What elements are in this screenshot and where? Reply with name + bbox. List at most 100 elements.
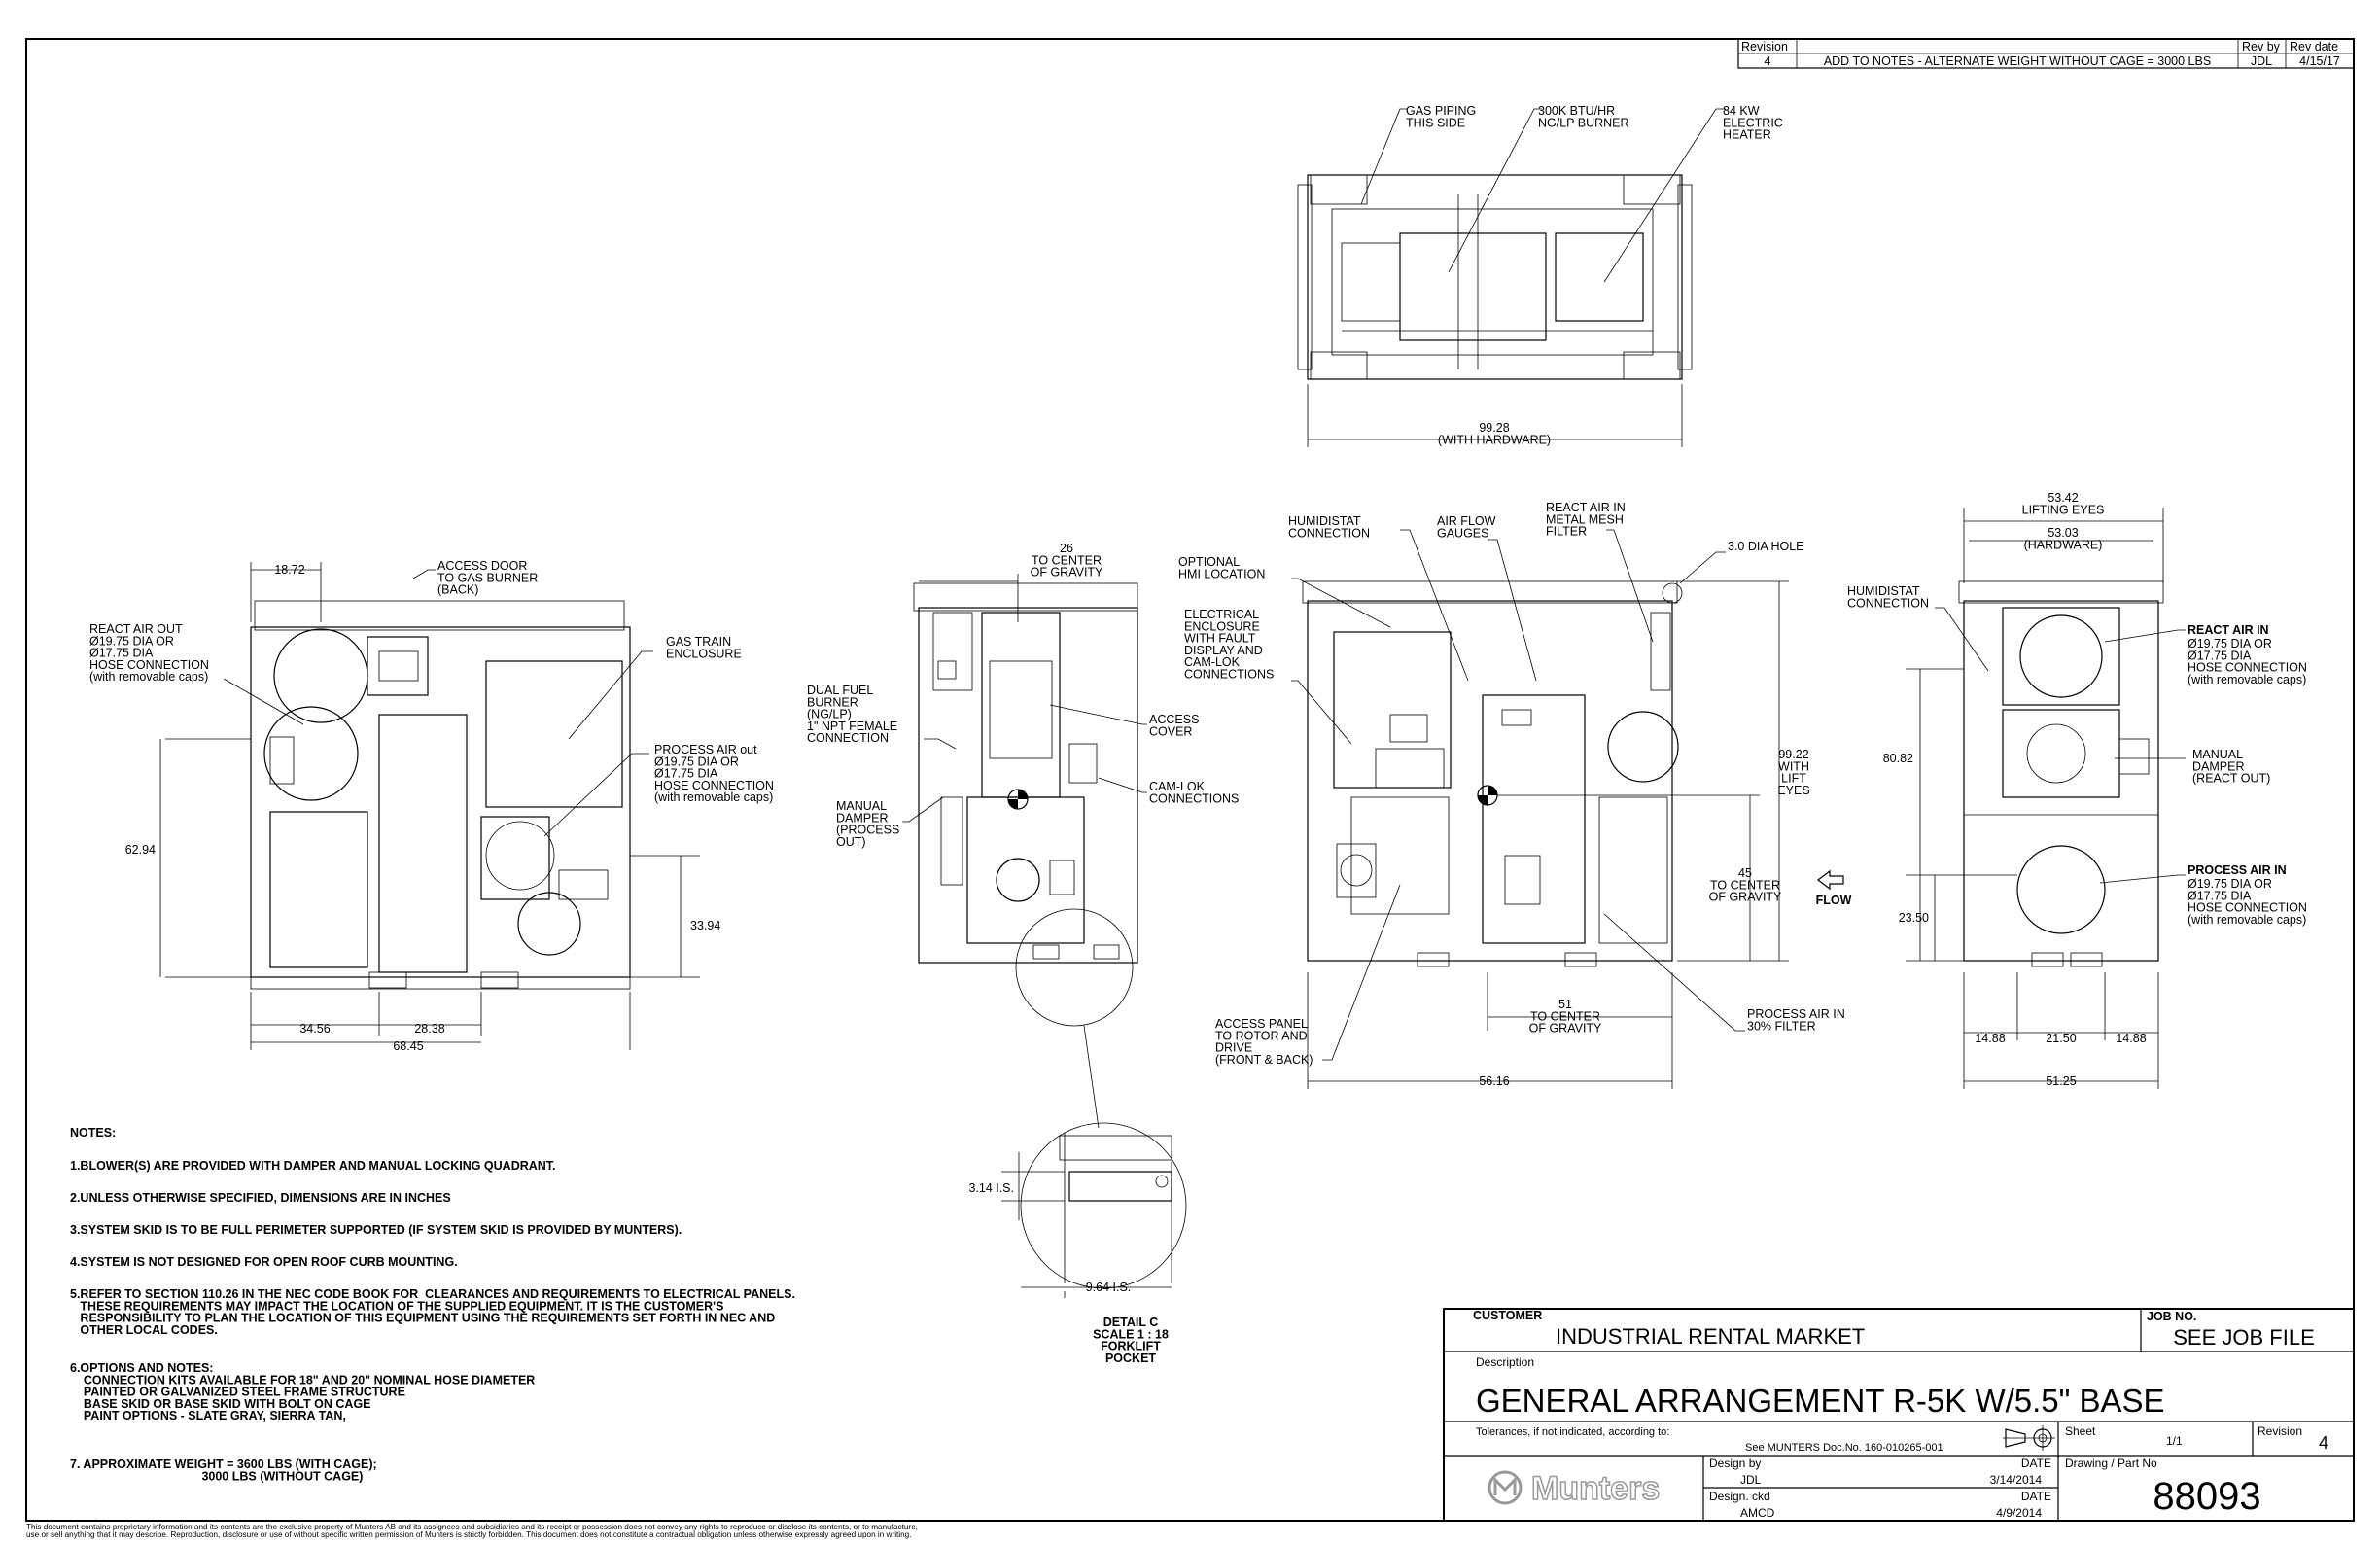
tb-design-by: JDL — [1740, 1473, 1762, 1487]
right-label-process-in-title: PROCESS AIR IN — [2188, 863, 2287, 877]
front-label-flow: FLOW — [1816, 894, 1852, 907]
tb-date-label-1: DATE — [2021, 1457, 2051, 1470]
left-dim-height: 62.94 — [125, 843, 156, 857]
munters-logo: Munters — [1488, 1469, 1661, 1508]
left-dim-b3: 68.45 — [393, 1039, 423, 1053]
left-dim-top: 18.72 — [274, 563, 304, 577]
tb-job: SEE JOB FILE — [2173, 1325, 2315, 1350]
note-6: 6.OPTIONS AND NOTES: CONNECTION KITS AVA… — [70, 1361, 535, 1422]
right-dim-b3: 14.88 — [2116, 1032, 2146, 1045]
projection-symbol-icon — [2003, 1425, 2055, 1451]
right-dim-width: 51.25 — [2046, 1074, 2076, 1088]
title-block: CUSTOMER INDUSTRIAL RENTAL MARKET JOB NO… — [1443, 1308, 2355, 1522]
flow-arrow-icon — [1817, 869, 1844, 891]
tb-tol-label: Tolerances, if not indicated, according … — [1476, 1426, 1669, 1438]
tb-part: 88093 — [2152, 1475, 2260, 1518]
note-7: 7. APPROXIMATE WEIGHT = 3600 LBS (WITH C… — [70, 1457, 377, 1483]
tb-job-label: JOB NO. — [2147, 1310, 2196, 1323]
tb-design-date: 3/14/2014 — [1990, 1473, 2043, 1487]
rev-date: 4/15/17 — [2299, 54, 2340, 68]
right-label-react-in-title: REACT AIR IN — [2188, 623, 2269, 637]
tb-part-label: Drawing / Part No — [2065, 1457, 2157, 1470]
tb-tol-doc: See MUNTERS Doc.No. 160-010265-001 — [1745, 1442, 1943, 1454]
note-2: 2.UNLESS OTHERWISE SPECIFIED, DIMENSIONS… — [70, 1191, 451, 1205]
note-4: 4.SYSTEM IS NOT DESIGNED FOR OPEN ROOF C… — [70, 1255, 458, 1269]
rev-header-date: Rev date — [2290, 40, 2338, 53]
tb-desc: GENERAL ARRANGEMENT R-5K W/5.5" BASE — [1476, 1383, 2165, 1419]
sheet-border — [25, 38, 2355, 1522]
left-dim-b2: 28.38 — [414, 1022, 444, 1036]
left-dim-b1: 34.56 — [299, 1022, 330, 1036]
tb-date-label-2: DATE — [2021, 1490, 2051, 1503]
tb-ckd-by: AMCD — [1740, 1506, 1775, 1520]
top-dim-width: 99.28(WITH HARDWARE) — [1438, 421, 1551, 446]
right-dim-height: 80.82 — [1883, 752, 1913, 765]
rev-description: ADD TO NOTES - ALTERNATE WEIGHT WITHOUT … — [1824, 54, 2211, 68]
disclaimer: This document contains proprietary infor… — [26, 1523, 918, 1539]
rev-header-revision: Revision — [1741, 40, 1788, 53]
right-dim-b2: 21.50 — [2046, 1032, 2076, 1045]
rev-header-by: Rev by — [2242, 40, 2281, 53]
notes: NOTES: 1.BLOWER(S) ARE PROVIDED WITH DAM… — [70, 1126, 795, 1483]
right-dim-hardware: 53.03(HARDWARE) — [2024, 526, 2103, 551]
rev-number: 4 — [1765, 54, 1771, 68]
notes-title: NOTES: — [70, 1126, 116, 1140]
right-dim-b1: 14.88 — [1975, 1032, 2005, 1045]
tb-sheet: 1/1 — [2166, 1434, 2183, 1448]
detail-dim-v: 3.14 I.S. — [968, 1181, 1014, 1195]
tb-sheet-label: Sheet — [2065, 1424, 2096, 1438]
front-dim-width: 56.16 — [1479, 1074, 1509, 1088]
tb-ckd-date: 4/9/2014 — [1996, 1506, 2042, 1520]
detail-dim-h: 9.64 I.S. — [1086, 1281, 1132, 1294]
tb-rev: 4 — [2319, 1433, 2328, 1453]
tb-design-label: Design by — [1709, 1457, 1761, 1470]
logo-text: Munters — [1531, 1470, 1660, 1507]
tb-rev-label: Revision — [2258, 1424, 2302, 1438]
revision-table: Revision Rev by Rev date 4 ADD TO NOTES … — [1737, 38, 2355, 69]
rev-by: JDL — [2251, 54, 2272, 68]
right-dim-h2: 23.50 — [1899, 911, 1929, 925]
note-5: 5.REFER TO SECTION 110.26 IN THE NEC COD… — [70, 1287, 795, 1337]
note-3: 3.SYSTEM SKID IS TO BE FULL PERIMETER SU… — [70, 1223, 682, 1237]
front-label-hole: 3.0 DIA HOLE — [1728, 540, 1804, 553]
left-dim-right: 33.94 — [690, 919, 720, 932]
tb-ckd-label: Design. ckd — [1709, 1490, 1770, 1503]
tb-customer: INDUSTRIAL RENTAL MARKET — [1556, 1324, 1865, 1349]
